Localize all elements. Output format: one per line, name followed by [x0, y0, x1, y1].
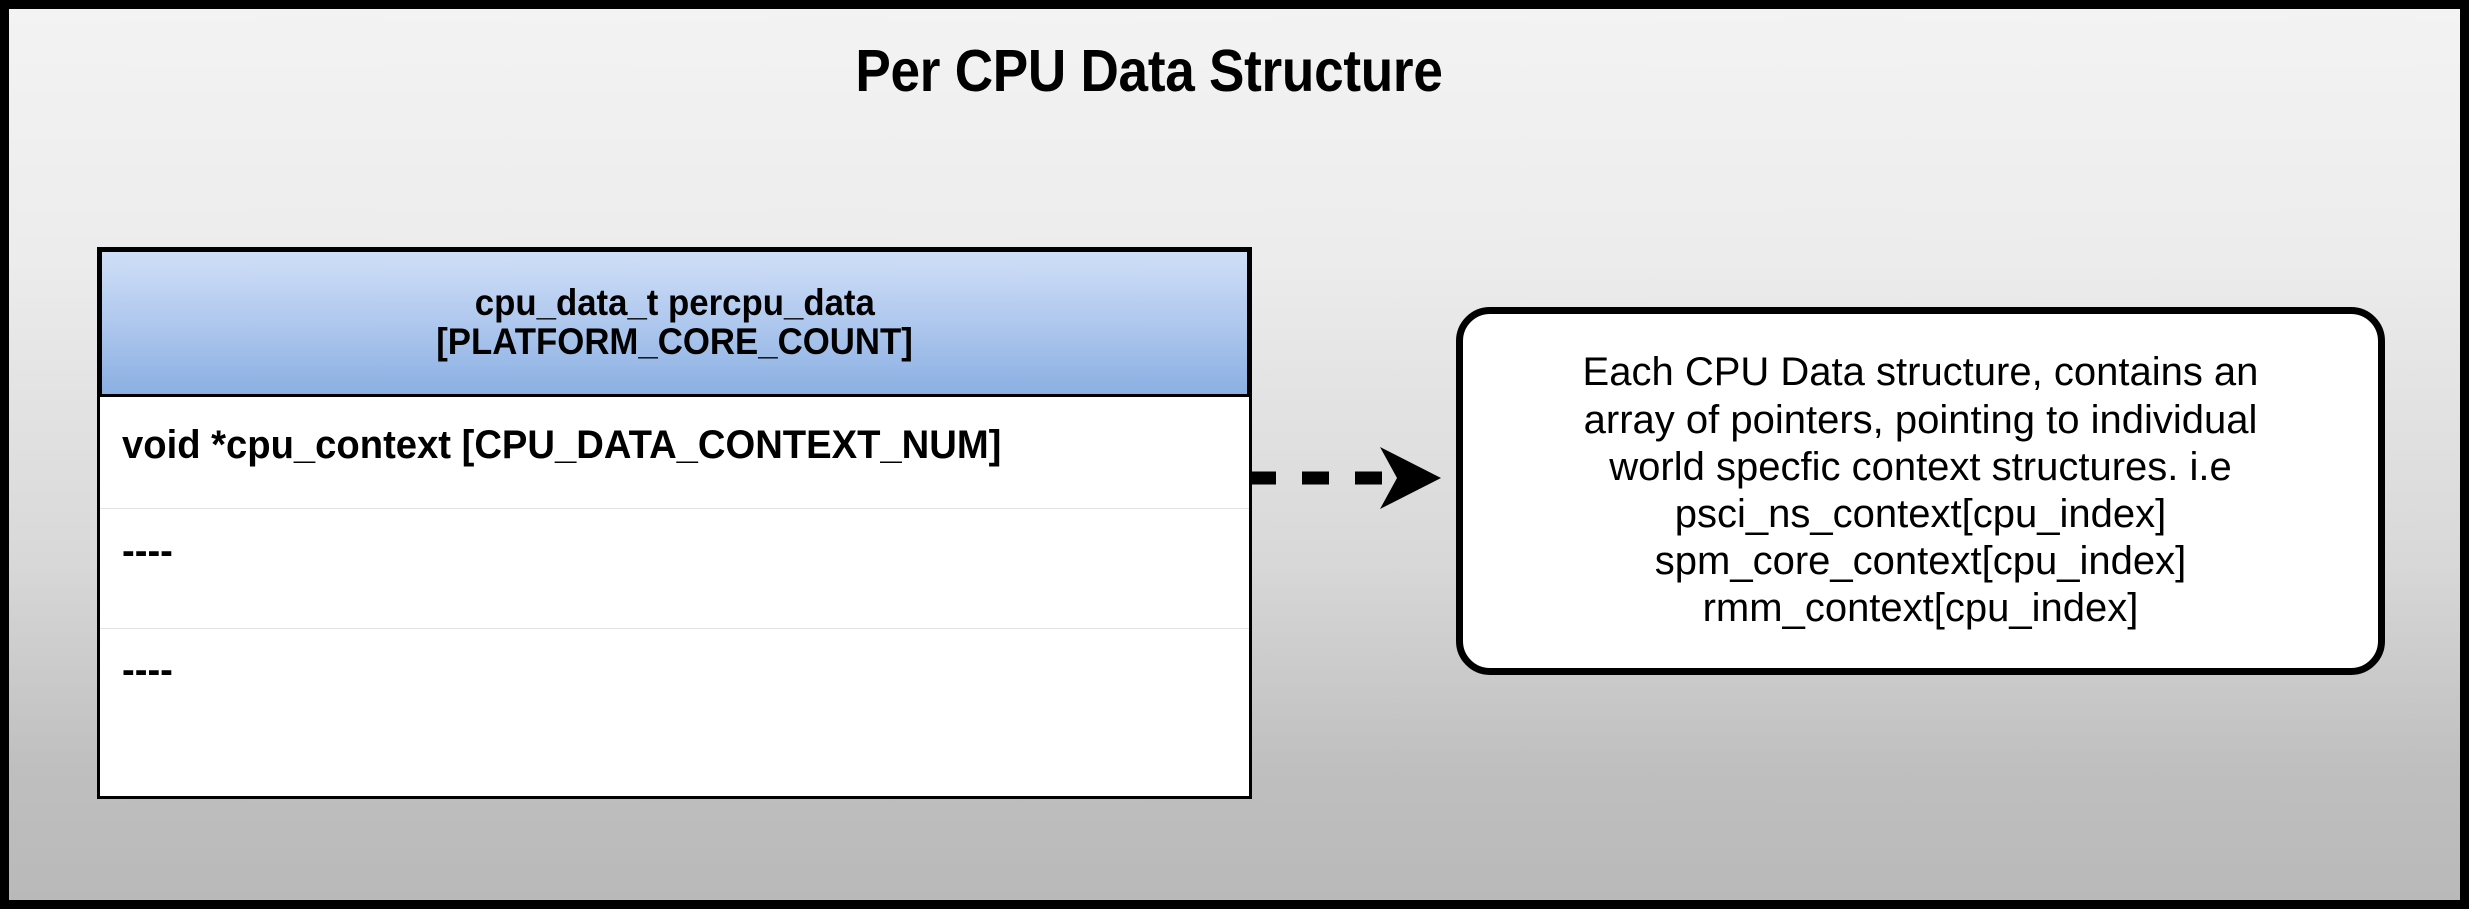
note-line-3: psci_ns_context[cpu_index] — [1674, 492, 2167, 536]
struct-header-line-1: cpu_data_t percpu_data — [474, 282, 875, 324]
struct-field-row: ---- — [100, 509, 1249, 629]
struct-field-label-2: ---- — [122, 648, 173, 692]
note-line-5: rmm_context[cpu_index] — [1702, 586, 2139, 631]
struct-field-row: void *cpu_context [CPU_DATA_CONTEXT_NUM] — [100, 397, 1249, 509]
struct-field-label-0: void *cpu_context [CPU_DATA_CONTEXT_NUM] — [122, 423, 1002, 467]
dashed-arrow-icon — [1249, 447, 1441, 509]
struct-header: cpu_data_t percpu_data [PLATFORM_CORE_CO… — [99, 249, 1250, 397]
note-line-4: spm_core_context[cpu_index] — [1654, 539, 2187, 584]
note-line-2: world specfic context structures. i.e — [1609, 444, 2232, 489]
page-title: Per CPU Data Structure — [855, 38, 1443, 104]
note-line-1: array of pointers, pointing to individua… — [1583, 397, 2258, 442]
note-line-0: Each CPU Data structure, contains an — [1582, 350, 2259, 395]
struct-field-row: ---- — [100, 629, 1249, 792]
struct-header-line-2: [PLATFORM_CORE_COUNT] — [436, 321, 913, 362]
note-callout: Each CPU Data structure, contains an arr… — [1456, 307, 2385, 675]
struct-field-label-1: ---- — [122, 529, 173, 573]
percpu-data-struct-box: cpu_data_t percpu_data [PLATFORM_CORE_CO… — [97, 247, 1252, 799]
diagram-canvas: Per CPU Data Structure cpu_data_t percpu… — [9, 9, 2460, 900]
